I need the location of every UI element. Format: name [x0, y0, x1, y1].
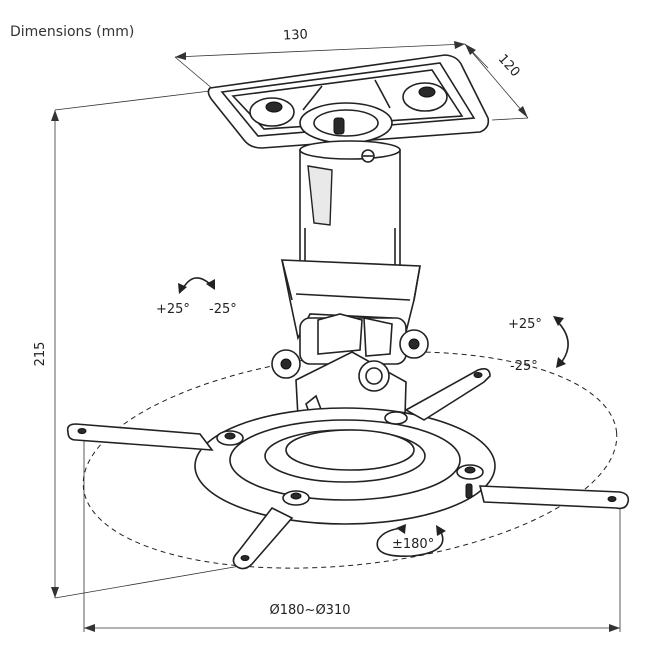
- tilt-hinge: [271, 313, 429, 379]
- yoke-bracket: [281, 259, 421, 343]
- base-plate: [194, 407, 496, 525]
- dimension-height: 215: [33, 89, 241, 599]
- dimension-width: 130: [174, 27, 489, 91]
- swivel-indicator: ±180°: [376, 524, 446, 557]
- diagram-title: Dimensions (mm): [10, 24, 134, 40]
- tilt-right-pos-label: +25°: [508, 317, 542, 332]
- arm-right: [478, 485, 630, 510]
- height-label: 215: [33, 342, 48, 367]
- arm-right-upper: [404, 368, 491, 421]
- arm-bottom: [232, 506, 294, 570]
- tilt-left-pos-label: +25°: [156, 302, 190, 317]
- swivel-label: ±180°: [392, 537, 434, 552]
- dimension-diameter: Ø180~Ø310: [83, 440, 621, 632]
- tilt-left-neg-label: -25°: [209, 302, 237, 317]
- tilt-left-indicator: +25° -25°: [156, 277, 237, 317]
- arm-left: [66, 423, 214, 451]
- tilt-right-neg-label: -25°: [510, 359, 538, 374]
- tilt-right-indicator: +25° -25°: [508, 316, 569, 374]
- diameter-label: Ø180~Ø310: [270, 603, 351, 618]
- upper-column: [299, 140, 401, 285]
- ceiling-plate: [207, 54, 490, 149]
- depth-label: 120: [495, 52, 523, 80]
- width-label: 130: [283, 27, 309, 43]
